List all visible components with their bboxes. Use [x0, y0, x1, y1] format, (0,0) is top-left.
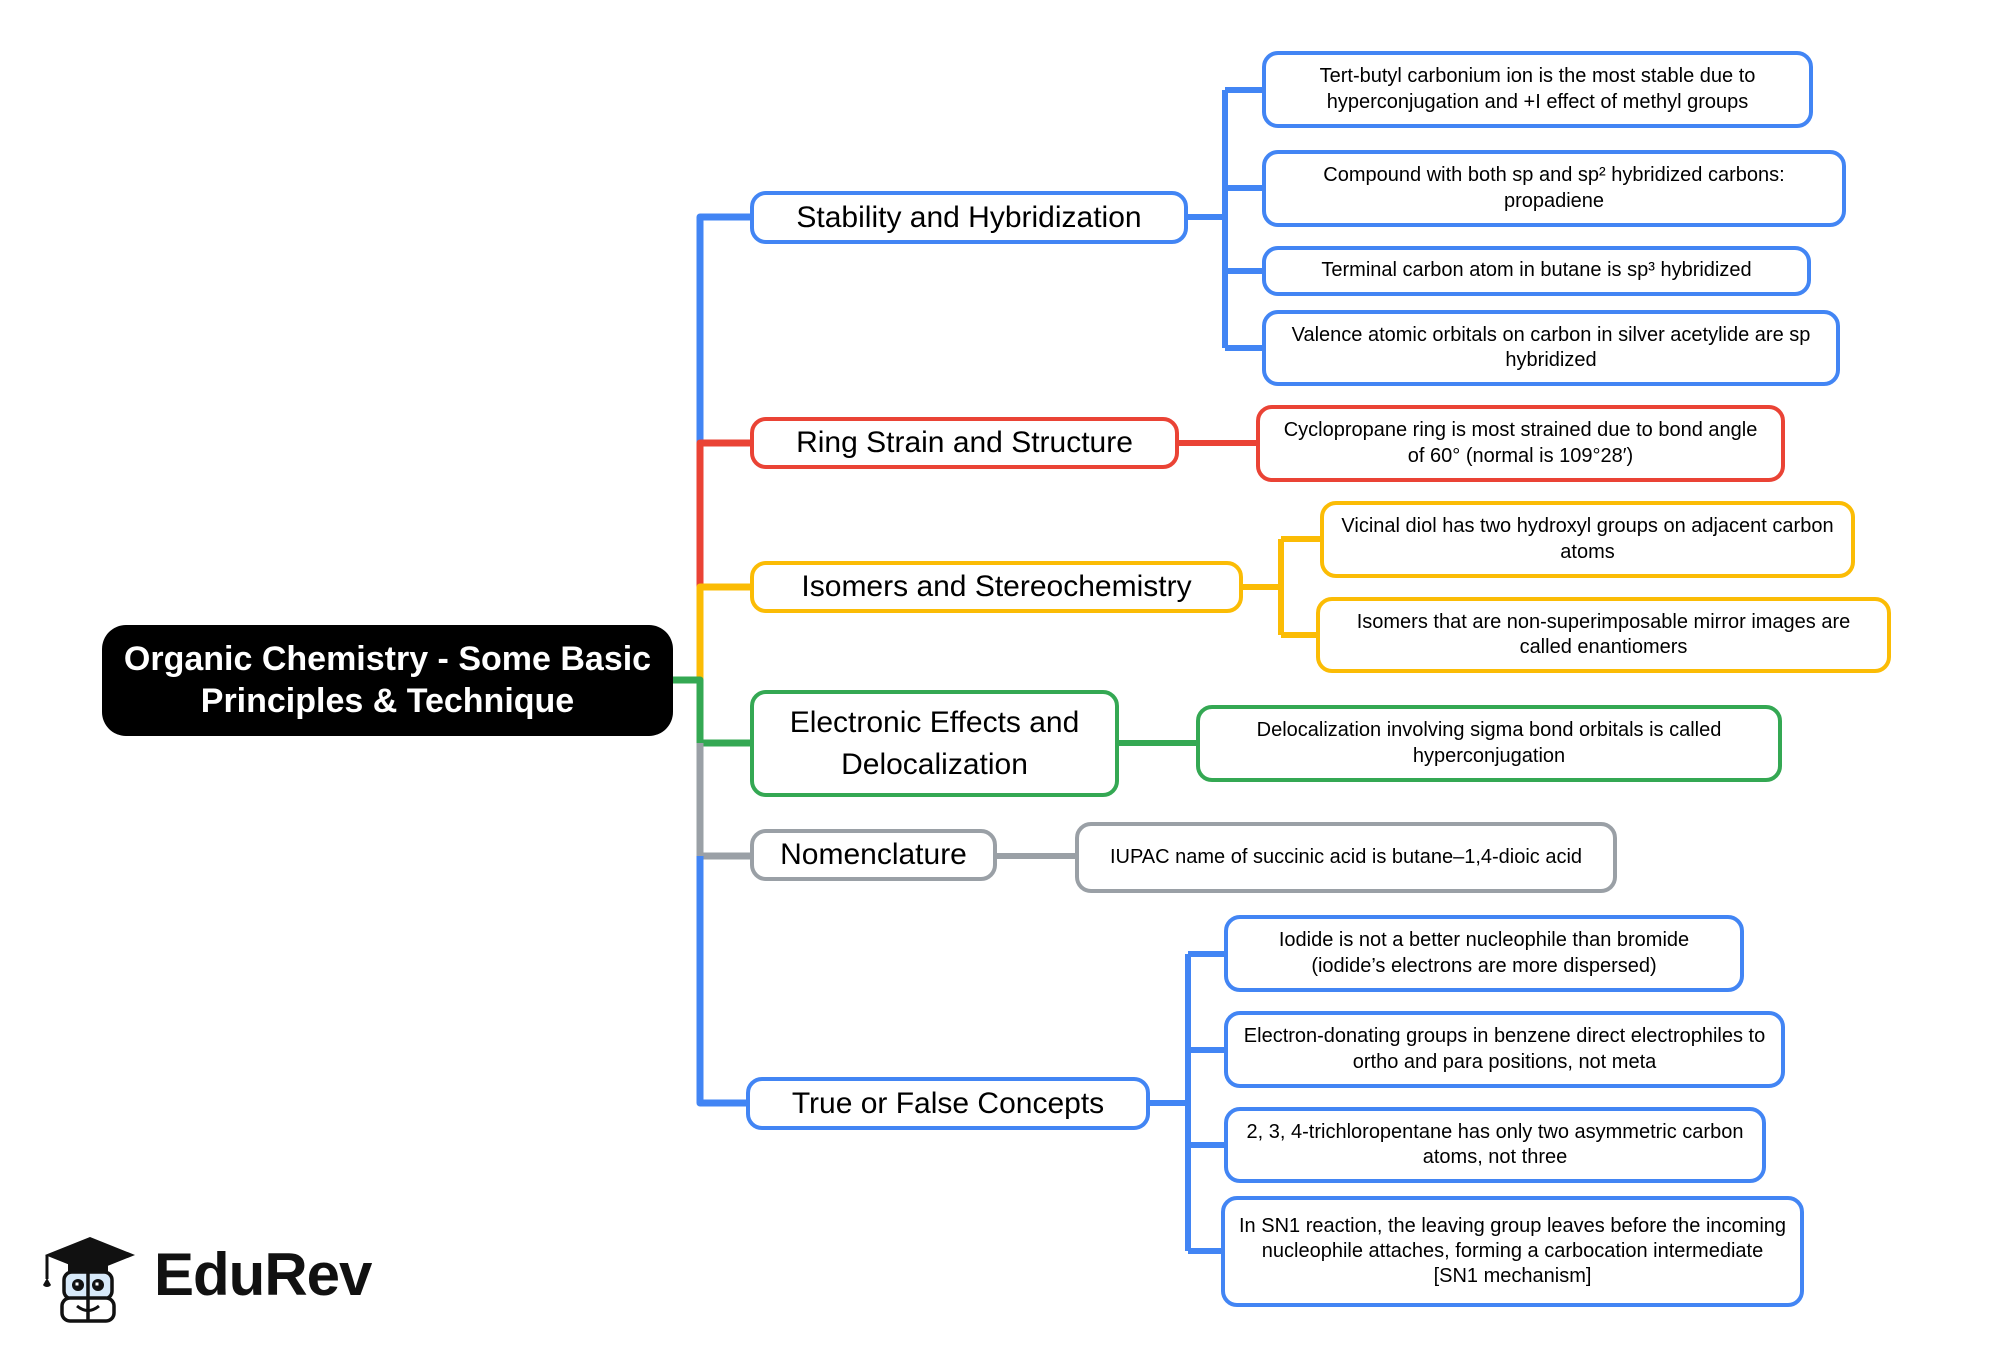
connector-root-green — [671, 676, 750, 747]
connector-isomers-leaves — [1243, 536, 1320, 638]
leaf-true-false-2: Electron-donating groups in benzene dire… — [1224, 1011, 1785, 1088]
connector-true-false-leaves — [1150, 951, 1224, 1254]
edurev-brand-text: EduRev — [154, 1240, 372, 1308]
connector-ring-strain — [696, 439, 750, 587]
branch-label-nomenclature: Nomenclature — [750, 829, 997, 881]
branch-label-true-false: True or False Concepts — [746, 1077, 1150, 1130]
edurev-mascot-icon — [43, 1237, 135, 1323]
edurev-logo: EduRev — [38, 1224, 372, 1324]
leaf-true-false-1: Iodide is not a better nucleophile than … — [1224, 915, 1744, 992]
leaf-stability-3: Terminal carbon atom in butane is sp³ hy… — [1262, 246, 1811, 296]
branch-label-isomers: Isomers and Stereochemistry — [750, 561, 1243, 613]
leaf-stability-4: Valence atomic orbitals on carbon in sil… — [1262, 310, 1840, 386]
leaf-isomers-1: Vicinal diol has two hydroxyl groups on … — [1320, 501, 1855, 578]
root-node-title: Organic Chemistry - Some Basic Principle… — [102, 625, 673, 736]
connector-isomers — [696, 583, 750, 680]
leaf-isomers-2: Isomers that are non-superimposable mirr… — [1316, 597, 1891, 673]
leaf-true-false-3: 2, 3, 4-trichloropentane has only two as… — [1224, 1107, 1766, 1183]
leaf-stability-1: Tert-butyl carbonium ion is the most sta… — [1262, 51, 1813, 128]
leaf-stability-2: Compound with both sp and sp² hybridized… — [1262, 150, 1846, 227]
branch-label-stability: Stability and Hybridization — [750, 191, 1188, 244]
branch-label-ring-strain: Ring Strain and Structure — [750, 417, 1179, 469]
connector-stability-leaves — [1188, 87, 1262, 351]
leaf-electronic-1: Delocalization involving sigma bond orbi… — [1196, 705, 1782, 782]
connector-true-false — [696, 856, 746, 1107]
leaf-true-false-4: In SN1 reaction, the leaving group leave… — [1221, 1196, 1804, 1307]
leaf-nomenclature-1: IUPAC name of succinic acid is butane–1,… — [1075, 822, 1617, 893]
connector-stability — [696, 213, 750, 443]
connector-nomenclature — [696, 743, 750, 860]
branch-label-electronic: Electronic Effects and Delocalization — [750, 690, 1119, 797]
leaf-ring-strain-1: Cyclopropane ring is most strained due t… — [1256, 405, 1785, 482]
